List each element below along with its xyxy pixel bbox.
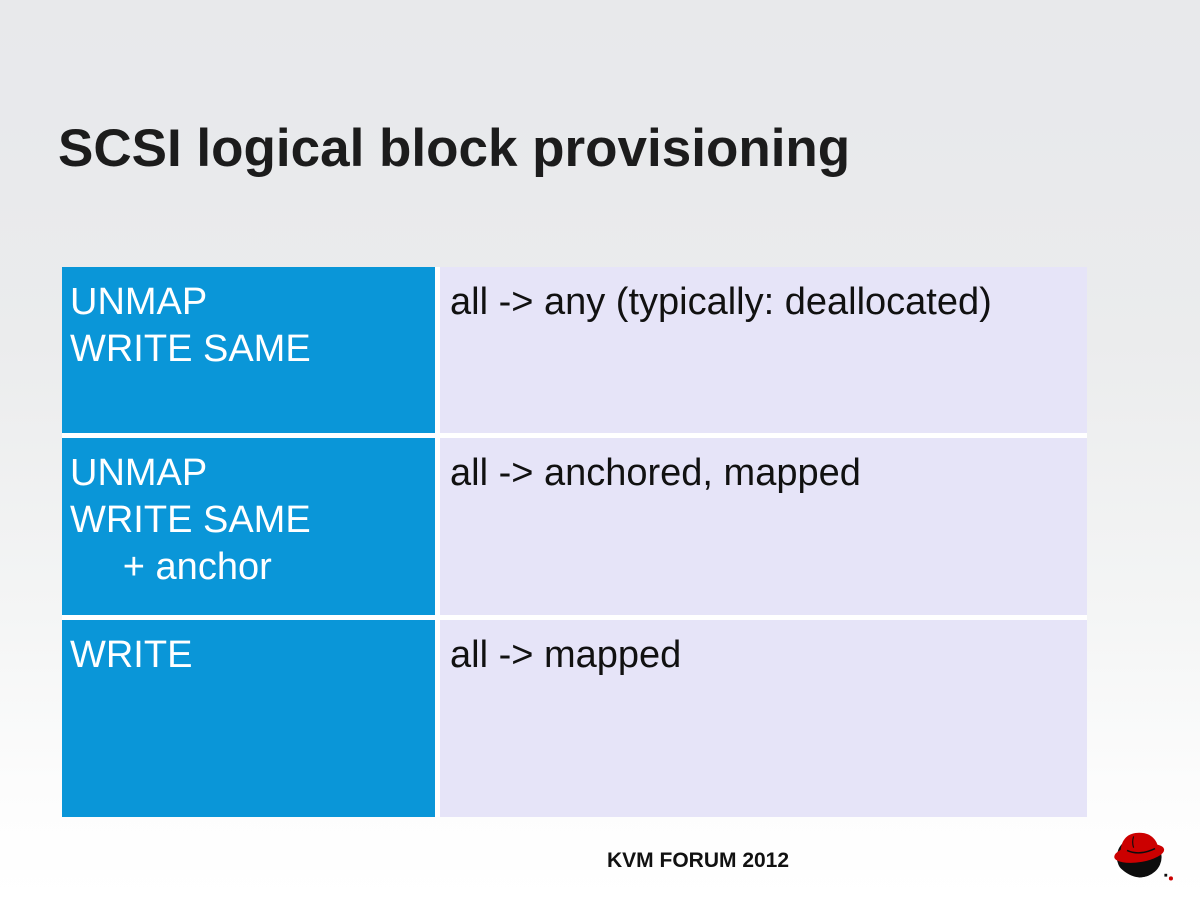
result-cell-any-deallocated: all -> any (typically: deallocated)	[440, 267, 1087, 433]
redhat-shadowman-icon	[1114, 832, 1173, 882]
command-cell-unmap-write-same: UNMAP WRITE SAME	[62, 267, 435, 433]
command-cell-unmap-write-same-anchor: UNMAP WRITE SAME + anchor	[62, 438, 435, 615]
slide-title: SCSI logical block provisioning	[58, 118, 851, 178]
provisioning-table: UNMAP WRITE SAME all -> any (typically: …	[62, 267, 1087, 817]
result-cell-anchored-mapped: all -> anchored, mapped	[440, 438, 1087, 615]
result-cell-mapped: all -> mapped	[440, 620, 1087, 817]
command-cell-write: WRITE	[62, 620, 435, 817]
footer-conference-label: KVM FORUM 2012	[607, 849, 790, 872]
